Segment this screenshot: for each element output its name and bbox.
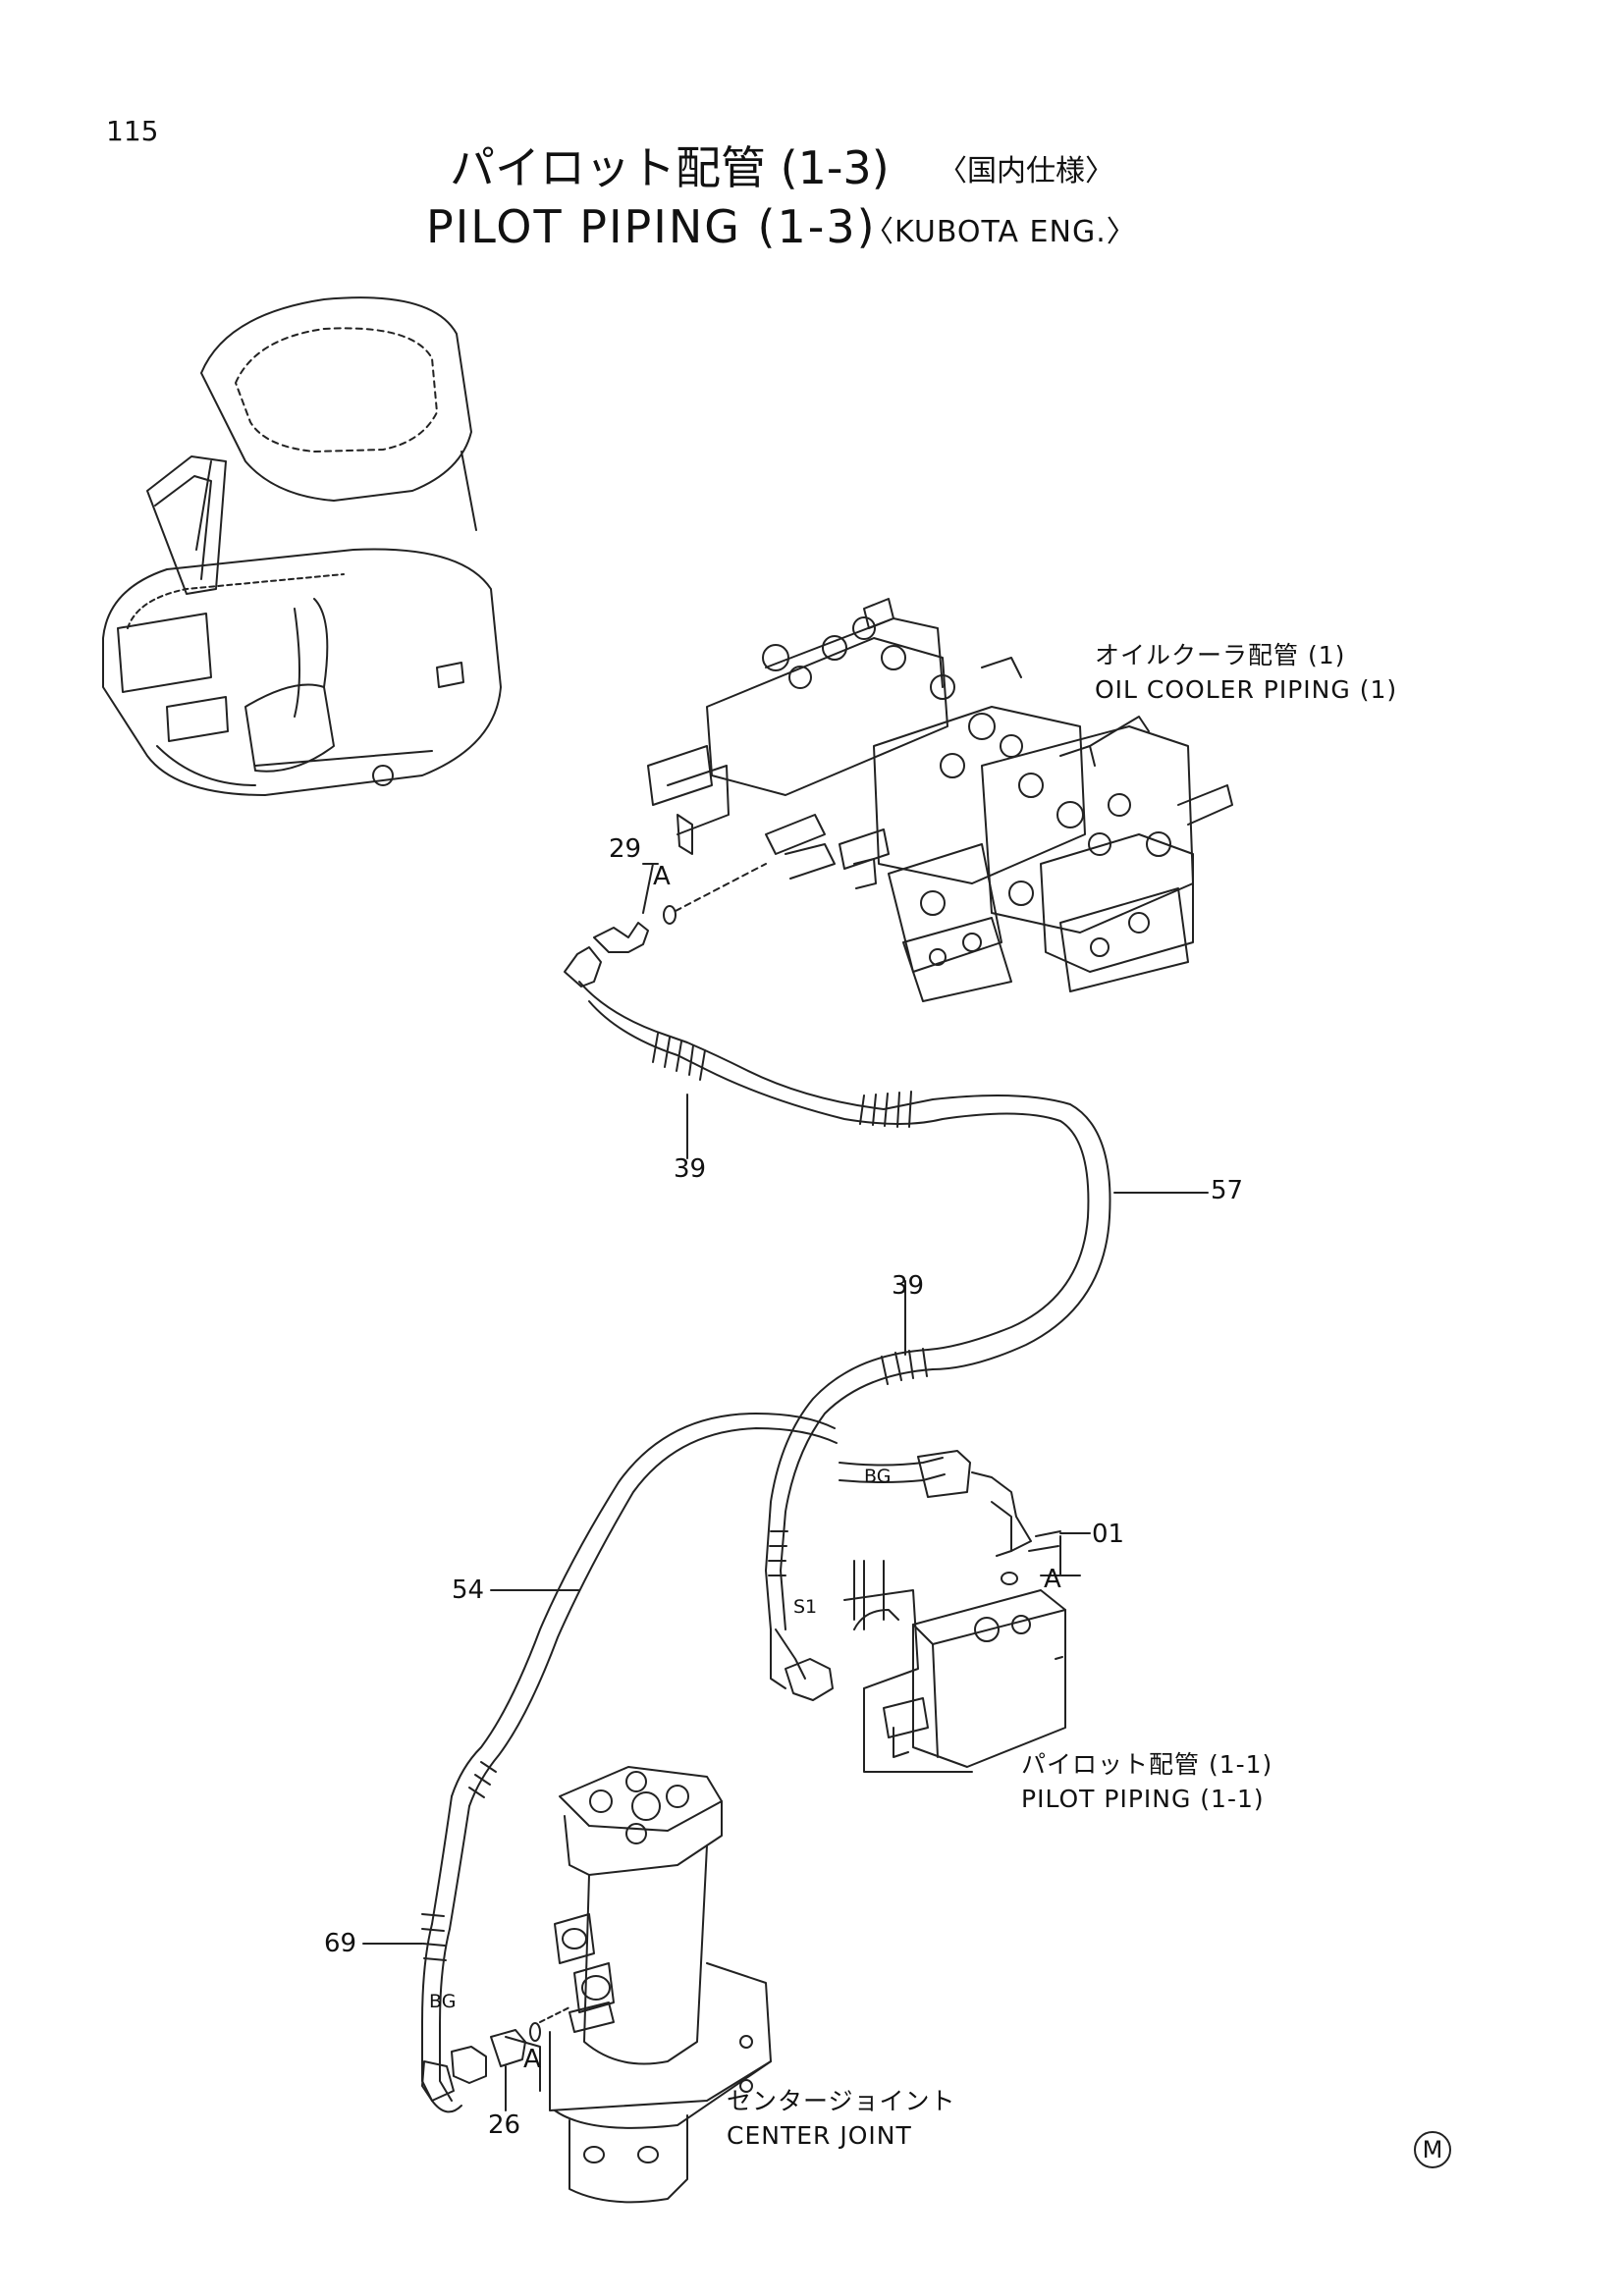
callout-a-right: A [1044,1565,1061,1594]
pilot-piping-label-en: PILOT PIPING (1-1) [1021,1785,1265,1813]
center-joint-label-en: CENTER JOINT [727,2121,912,2150]
hose-57 [564,946,1209,1370]
title-japanese: パイロット配管 (1-3) [450,141,890,194]
callout-bg-lower: BG [429,1991,457,2012]
callout-39-upper: 39 [674,1154,707,1184]
pilot-piping-label-jp: パイロット配管 (1-1) [1021,1750,1273,1779]
center-joint-label-jp: センタージョイント [727,2087,956,2115]
callout-bg-upper: BG [864,1466,892,1487]
hose-39-right [765,1280,1032,1701]
pilot-valve-illustration [843,1560,1066,1773]
center-joint-illustration [549,1766,772,2204]
machine-overview-illustration [102,296,502,796]
callout-69: 69 [324,1929,357,1958]
title-japanese-spec: 〈国内仕様〉 [938,154,1114,188]
title-english: PILOT PIPING (1-3) [426,200,877,253]
callout-29: 29 [609,834,642,864]
callout-s1: S1 [793,1596,818,1618]
hose-69 [362,1913,487,2113]
control-valve-illustration [647,598,1233,1002]
fitting-29 [593,863,767,953]
circled-m-mark: M [1414,2131,1451,2168]
callout-57: 57 [1211,1176,1244,1205]
callout-54: 54 [452,1575,485,1605]
callout-01: 01 [1092,1520,1125,1549]
callout-a-top: A [653,862,671,891]
oil-cooler-label-en: OIL COOLER PIPING (1) [1095,675,1398,704]
callout-26: 26 [488,2110,521,2140]
page-number: 115 [106,115,159,147]
title-english-spec: 〈KUBOTA ENG.〉 [864,215,1137,249]
fitting-26 [490,2006,570,2111]
hose-54 [431,1413,838,1930]
fitting-01 [1001,1530,1091,1585]
callout-39-lower: 39 [892,1271,925,1301]
oil-cooler-label-jp: オイルクーラ配管 (1) [1095,641,1346,669]
callout-a-bottom: A [523,2045,541,2074]
